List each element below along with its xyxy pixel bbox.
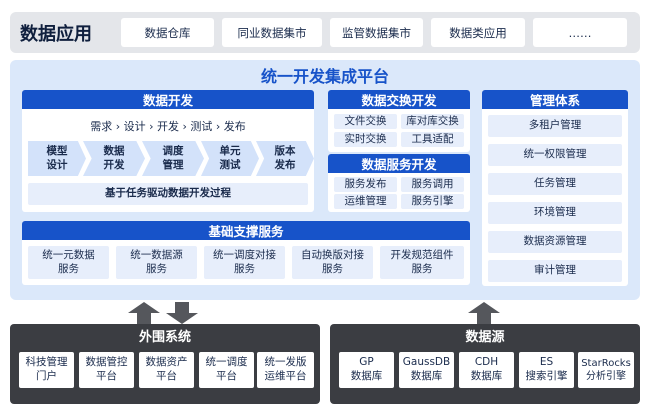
exchange-file[interactable]: 文件交换 — [334, 114, 397, 129]
mgmt-tenant[interactable]: 多租户管理 — [488, 115, 622, 137]
arrow-down-icon — [166, 302, 198, 324]
step-unit-test[interactable]: 单元测试 — [201, 141, 259, 176]
external-data-governance[interactable]: 数据管控平台 — [79, 352, 134, 388]
service-title: 数据服务开发 — [328, 154, 470, 173]
dev-footer: 基于任务驱动数据开发过程 — [28, 183, 308, 205]
base-auto-release[interactable]: 自动换版对接服务 — [292, 246, 373, 279]
exchange-tool-adapter[interactable]: 工具适配 — [401, 132, 464, 147]
tab-data-apps[interactable]: 数据类应用 — [431, 18, 525, 47]
mgmt-task[interactable]: 任务管理 — [488, 173, 622, 195]
base-dev-standard[interactable]: 开发规范组件服务 — [380, 246, 464, 279]
tab-interbank-mart[interactable]: 同业数据集市 — [222, 18, 322, 47]
arrow-up-icon — [468, 302, 500, 324]
external-scheduling[interactable]: 统一调度平台 — [199, 352, 254, 388]
mgmt-environment[interactable]: 环境管理 — [488, 202, 622, 224]
step-data-dev[interactable]: 数据开发 — [83, 141, 145, 176]
external-title: 外围系统 — [138, 329, 191, 345]
platform-title: 统一开发集成平台 — [260, 67, 389, 86]
external-release-ops[interactable]: 统一发版运维平台 — [257, 352, 314, 388]
mgmt-data-resource[interactable]: 数据资源管理 — [488, 231, 622, 253]
service-ops[interactable]: 运维管理 — [334, 194, 397, 209]
step-model-design[interactable]: 模型设计 — [28, 141, 86, 176]
exchange-db-to-db[interactable]: 库对库交换 — [401, 114, 464, 129]
exchange-title: 数据交换开发 — [328, 90, 470, 109]
base-title: 基础支撑服务 — [22, 221, 470, 240]
base-metadata[interactable]: 统一元数据服务 — [28, 246, 109, 279]
step-release[interactable]: 版本发布 — [256, 141, 314, 176]
mgmt-audit[interactable]: 审计管理 — [488, 260, 622, 282]
step-scheduling[interactable]: 调度管理 — [142, 141, 204, 176]
sources-title: 数据源 — [465, 329, 505, 345]
app-title: 数据应用 — [20, 23, 92, 45]
base-scheduling[interactable]: 统一调度对接服务 — [204, 246, 285, 279]
dev-flow: 需求 › 设计 › 开发 › 测试 › 发布 — [90, 120, 246, 133]
service-invoke[interactable]: 服务调用 — [401, 177, 464, 192]
arrow-up-icon — [128, 302, 160, 324]
tab-data-warehouse[interactable]: 数据仓库 — [121, 18, 214, 47]
dev-title: 数据开发 — [22, 90, 314, 109]
mgmt-title: 管理体系 — [482, 90, 628, 109]
service-publish[interactable]: 服务发布 — [334, 177, 397, 192]
service-engine[interactable]: 服务引擎 — [401, 194, 464, 209]
external-data-asset[interactable]: 数据资产平台 — [139, 352, 194, 388]
external-tech-portal[interactable]: 科技管理门户 — [19, 352, 74, 388]
exchange-realtime[interactable]: 实时交换 — [334, 132, 397, 147]
tab-regulatory-mart[interactable]: 监管数据集市 — [330, 18, 423, 47]
tab-more[interactable]: …… — [533, 18, 627, 47]
mgmt-permission[interactable]: 统一权限管理 — [488, 144, 622, 166]
base-datasource[interactable]: 统一数据源服务 — [116, 246, 197, 279]
